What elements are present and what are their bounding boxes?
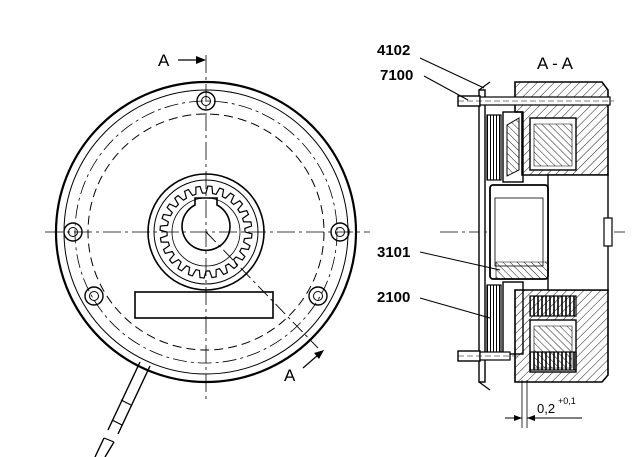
cover-plate <box>478 89 486 383</box>
section-bolt-top <box>457 95 614 107</box>
nameplate <box>134 291 274 319</box>
bolt-top <box>196 91 216 111</box>
section-mark-bottom: A <box>284 366 296 385</box>
bolt-bottom-left <box>84 286 104 306</box>
section-title: A - A <box>537 54 574 73</box>
leader-3101 <box>419 251 501 271</box>
armature-plate-circle <box>87 113 325 351</box>
friction-disc-bottom <box>486 284 502 356</box>
leader-7100 <box>423 75 469 101</box>
leader-4102 <box>419 57 485 89</box>
cable <box>94 361 151 457</box>
housing-middle <box>547 174 609 291</box>
dimension-airgap <box>505 380 582 428</box>
spring-bottom-1 <box>529 295 577 317</box>
callout-7100: 7100 <box>380 67 413 84</box>
bore-keyway <box>181 197 231 252</box>
section-arrow-top <box>178 56 206 64</box>
bolt-circle <box>74 100 338 364</box>
hub-inner-circle <box>153 179 259 285</box>
spring-bottom-2 <box>529 351 577 371</box>
cutting-plane-line <box>205 231 319 349</box>
spline-gear <box>159 185 253 279</box>
callout-3101: 3101 <box>377 244 410 261</box>
callout-4102: 4102 <box>377 42 410 59</box>
section-arrow-bottom <box>302 350 324 369</box>
hub-outer-circle <box>147 173 265 291</box>
section-mark-top: A <box>158 51 170 70</box>
section-bolt-bottom <box>457 350 520 362</box>
leader-2100 <box>419 297 491 319</box>
dimension-value: 0,2 <box>537 401 555 416</box>
bolt-left <box>63 222 83 242</box>
bolt-right <box>330 222 350 242</box>
bolt-bottom-right <box>308 286 328 306</box>
callout-2100: 2100 <box>377 289 410 306</box>
dimension-tolerance: +0,1 <box>558 396 576 406</box>
friction-disc-top <box>486 114 502 181</box>
section-view <box>419 57 625 428</box>
outer-housing-circle <box>54 80 358 384</box>
front-view <box>45 55 370 457</box>
